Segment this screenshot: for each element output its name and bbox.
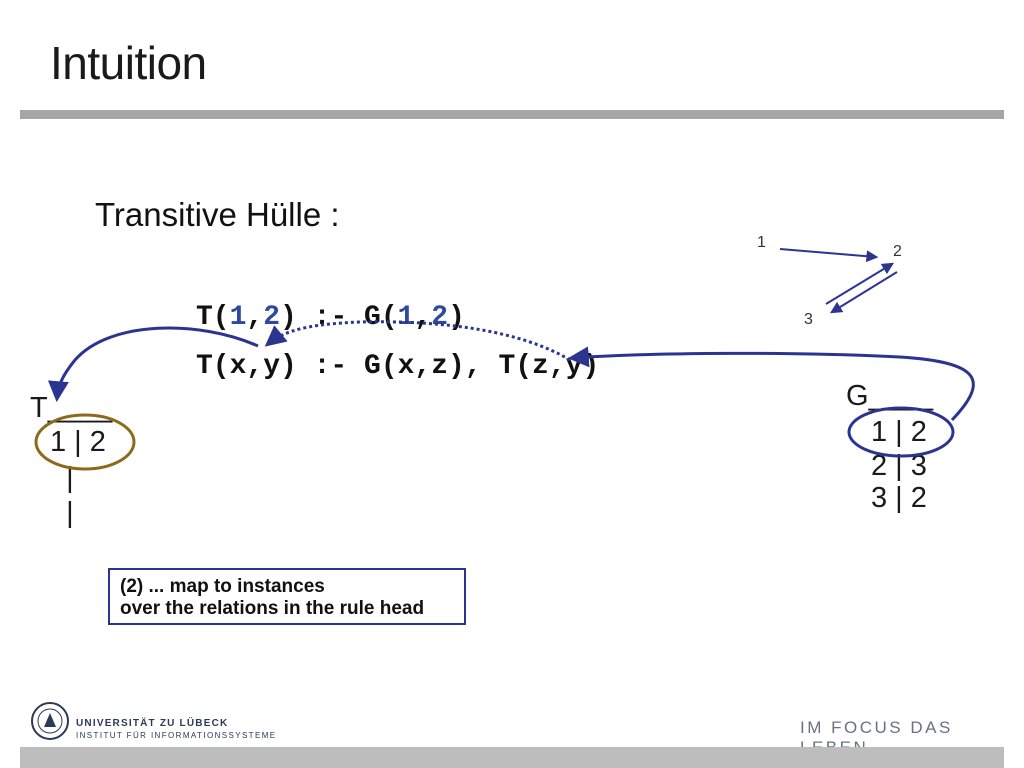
- university-seal-icon: [31, 702, 69, 740]
- highlight-t-row: [34, 413, 136, 471]
- title-divider: [20, 110, 1004, 119]
- slide-title: Intuition: [50, 37, 207, 89]
- arrow-dotted-to-head: [264, 320, 571, 362]
- graph-edge-2-3: [829, 271, 898, 314]
- relation-t-row: |: [50, 497, 74, 529]
- graph-node-label: 3: [804, 311, 813, 328]
- relation-g-row: 2 | 3: [871, 450, 927, 482]
- rule-1-value: 1: [229, 302, 247, 333]
- rule-1-sep: ,: [414, 302, 432, 333]
- rule-2: T(x,y) :- G(x,z), T(z,y): [196, 351, 600, 382]
- graph-edge-3-2: [825, 262, 895, 305]
- graph-edge-1-2: [779, 248, 879, 263]
- note-line: (2) ... map to instances: [120, 576, 325, 597]
- note-line: over the relations in the rule head: [120, 598, 425, 619]
- relation-g-row: 3 | 2: [871, 482, 927, 514]
- rule-1-sep: ,: [246, 302, 264, 333]
- relation-g-row: 1 | 2: [871, 416, 927, 448]
- university-name: UNIVERSITÄT ZU LÜBECK: [76, 718, 229, 729]
- rule-1-value: 1: [397, 302, 415, 333]
- arrow-g-to-rule: [567, 346, 975, 422]
- rule-1-body: ) :- G(: [280, 302, 398, 333]
- rule-1-head: T(: [196, 302, 230, 333]
- graph-node-label: 2: [893, 243, 902, 260]
- institute-name: INSTITUT FÜR INFORMATIONSSYSTEME: [76, 731, 277, 740]
- highlight-g-row: [847, 406, 955, 458]
- relation-t-row: 1 | 2: [50, 426, 106, 458]
- slide-subtitle: Transitive Hülle :: [95, 196, 340, 233]
- relation-g-header: G____: [846, 380, 933, 412]
- footer-bar: [20, 747, 1004, 768]
- graph-node-label: 1: [757, 234, 766, 251]
- note-box: (2) ... map to instances over the relati…: [108, 568, 466, 625]
- relation-t-name: T: [30, 392, 48, 424]
- relation-t-row: |: [50, 462, 74, 494]
- arrow-head-to-t: [47, 326, 259, 403]
- relation-g-name: G: [846, 380, 869, 412]
